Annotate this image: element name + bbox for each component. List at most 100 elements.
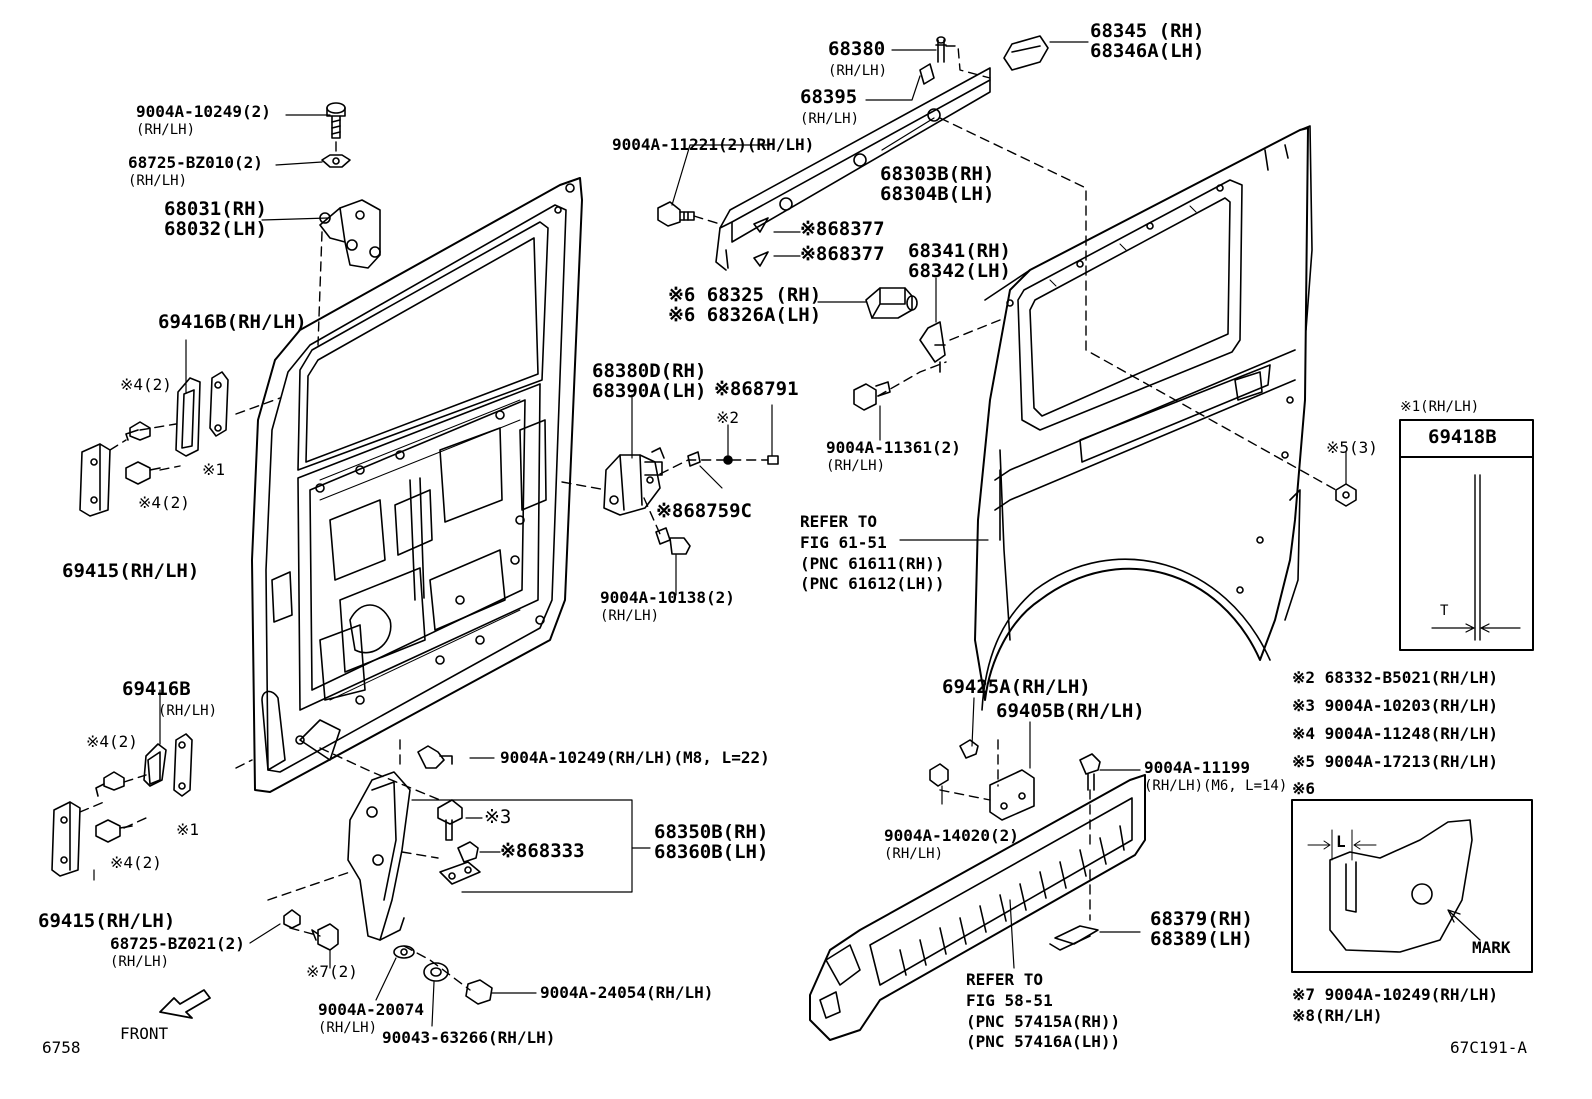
callout-68725-BZ021-part: 68725-BZ021(2) <box>110 934 245 953</box>
callout-68759C: ※868759C <box>656 500 752 522</box>
callout-9004A-11221-part: 9004A-11221(2)(RH/LH) <box>612 135 815 154</box>
refer-58-line2: FIG 58-51 <box>966 990 1053 1010</box>
callout-69425A-part: 69425A(RH/LH) <box>942 676 1091 698</box>
small-parts-68791 <box>687 451 779 467</box>
callout-69416B-bottom-part: 69416B <box>122 678 191 700</box>
detail-box-x1-dim: T <box>1440 603 1449 619</box>
callout-x4-c: ※4(2) <box>86 732 138 751</box>
front-arrow-icon <box>159 989 211 1019</box>
callout-refer-fig-61-51: REFER TO FIG 61-51 (PNC 61611(RH)) (PNC … <box>800 512 945 595</box>
note-x7: ※7 9004A-10249(RH/LH) <box>1292 985 1499 1004</box>
callout-69405B: 69405B(RH/LH) <box>996 700 1145 722</box>
callout-69416B-bottom-side: (RH/LH) <box>158 702 218 719</box>
callout-68325: ※6 68325 (RH) ※6 68326A(LH) <box>668 284 822 326</box>
callout-9004A-11199-side: (RH/LH)(M6, L=14) <box>1144 777 1288 794</box>
callout-9004A-11361-side: (RH/LH) <box>826 457 886 474</box>
callout-9004A-14020: 9004A-14020(2) (RH/LH) <box>884 826 1019 862</box>
fasteners-bottom <box>283 909 493 1005</box>
upper-roller-rail-68303B <box>715 35 1049 271</box>
note-x3: ※3 9004A-10203(RH/LH) <box>1292 696 1499 715</box>
page-number: 6758 <box>42 1038 81 1057</box>
callout-68350B-lh: 68360B(LH) <box>654 840 769 863</box>
front-label: FRONT <box>120 1024 169 1043</box>
callout-68333: ※868333 <box>500 840 585 862</box>
callout-68379-lh: 68389(LH) <box>1150 927 1253 950</box>
upper-hinge-68031 <box>319 199 381 269</box>
page-number-text: 6758 <box>42 1038 81 1057</box>
note-x8: ※8(RH/LH) <box>1292 1006 1383 1025</box>
callout-68333-part: ※868333 <box>500 840 585 862</box>
detail-box-x1-artwork <box>1399 419 1534 651</box>
callout-9004A-10249-top-side: (RH/LH) <box>136 121 196 138</box>
callout-68341: 68341(RH) 68342(LH) <box>908 241 1011 282</box>
callout-68725-BZ010: 68725-BZ010(2) (RH/LH) <box>128 153 263 189</box>
callout-refer-fig-58-51: REFER TO FIG 58-51 (PNC 57415A(RH)) (PNC… <box>966 970 1120 1053</box>
callout-9004A-24054: 9004A-24054(RH/LH) <box>540 984 713 1002</box>
callout-9004A-10249-top-part: 9004A-10249(2) <box>136 102 271 121</box>
callout-69405B-part: 69405B(RH/LH) <box>996 700 1145 722</box>
callout-9004A-10249-mid-part: 9004A-10249(RH/LH)(M8, L=22) <box>500 748 770 767</box>
callout-68380D-rh: 68380D(RH) <box>592 360 707 382</box>
callout-69415-top-part: 69415(RH/LH) <box>62 560 200 582</box>
callout-9004A-10249-top: 9004A-10249(2) (RH/LH) <box>136 102 271 138</box>
callout-68395-side: (RH/LH) <box>800 110 860 127</box>
callout-68377-b: ※868377 <box>800 243 885 265</box>
sliding-door-panel <box>251 177 583 793</box>
bolt-9004A-11361 <box>853 381 891 411</box>
refer-58-line4: (PNC 57416A(LH)) <box>966 1032 1121 1052</box>
callout-x1-b-text: ※1 <box>176 820 200 839</box>
callout-x4-d-text: ※4(2) <box>110 853 162 872</box>
nut-x5 <box>1335 483 1357 507</box>
callout-69416B-bottom: 69416B (RH/LH) <box>122 678 218 720</box>
callout-x5: ※5(3) <box>1326 438 1378 457</box>
callout-68345-rh: 68345 (RH) <box>1090 20 1205 42</box>
callout-9004A-10138-side: (RH/LH) <box>600 607 660 624</box>
callout-68759C-part: ※868759C <box>656 500 752 522</box>
door-stopper-lower <box>51 733 193 877</box>
callout-68325-rh: ※6 68325 (RH) <box>668 284 822 306</box>
refer-58-line1: REFER TO <box>966 970 1044 989</box>
refer-61-line1: REFER TO <box>800 512 878 531</box>
detail-box-x6-mark: MARK <box>1472 938 1511 957</box>
note-x2: ※2 68332-B5021(RH/LH) <box>1292 668 1499 687</box>
callout-x5-text: ※5(3) <box>1326 438 1378 457</box>
refer-61-line2: FIG 61-51 <box>800 532 887 552</box>
callout-x3-text: ※3 <box>484 806 512 828</box>
callout-9004A-14020-part: 9004A-14020(2) <box>884 826 1019 845</box>
callout-69416B-top: 69416B(RH/LH) <box>158 312 307 333</box>
callout-68380D-lh: 68390A(LH) <box>592 379 707 402</box>
rocker-sill-panel <box>809 739 1146 1041</box>
callout-68377-a-part: ※868377 <box>800 218 885 240</box>
callout-68725-BZ010-part: 68725-BZ010(2) <box>128 153 263 172</box>
callout-x4-c-text: ※4(2) <box>86 732 138 751</box>
callout-68380-part: 68380 <box>828 38 886 60</box>
note-x5: ※5 9004A-17213(RH/LH) <box>1292 752 1499 771</box>
bolt-9004A-11221 <box>657 201 695 227</box>
callout-x3: ※3 <box>484 806 512 828</box>
callout-68345: 68345 (RH) 68346A(LH) <box>1090 20 1205 62</box>
callout-69425A: 69425A(RH/LH) <box>942 676 1091 698</box>
bolt-9004A-10138 <box>655 527 691 555</box>
detail-box-x1-note: ※1(RH/LH) <box>1400 399 1480 415</box>
callout-9004A-10138: 9004A-10138(2) (RH/LH) <box>600 589 735 624</box>
callout-68377-b-part: ※868377 <box>800 243 885 265</box>
callout-x1-a: ※1 <box>202 461 225 479</box>
callout-9004A-20074-part: 9004A-20074 <box>318 1000 424 1019</box>
callout-68031: 68031(RH) 68032(LH) <box>164 198 267 240</box>
detail-box-x6-artwork <box>1291 799 1533 973</box>
callout-68325-lh: ※6 68326A(LH) <box>668 303 822 326</box>
callout-9004A-11361: 9004A-11361(2) (RH/LH) <box>826 439 961 474</box>
callout-68031-rh: 68031(RH) <box>164 198 267 220</box>
door-stopper-upper <box>79 371 229 517</box>
callout-x4-b-text: ※4(2) <box>138 493 190 512</box>
detail-box-x1-part: 69418B <box>1428 426 1497 448</box>
callout-x1-b: ※1 <box>176 820 200 839</box>
callout-68303B: 68303B(RH) 68304B(LH) <box>880 164 994 205</box>
callout-x2: ※2 <box>716 409 739 427</box>
callout-68791: ※868791 <box>714 379 799 400</box>
callout-x4-a: ※4(2) <box>120 376 172 394</box>
callout-9004A-11221: 9004A-11221(2)(RH/LH) <box>612 135 815 154</box>
bolt-9004A-10249-top <box>321 102 351 168</box>
front-label-text: FRONT <box>120 1024 169 1043</box>
